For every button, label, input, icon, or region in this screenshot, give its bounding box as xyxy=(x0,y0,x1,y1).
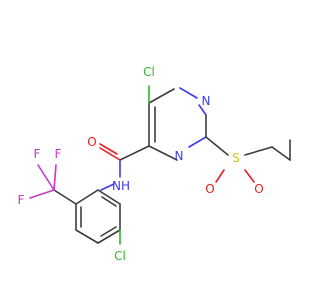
atom-o-sulfonyl-right: O xyxy=(254,182,263,196)
bond-c-o xyxy=(99,147,121,161)
bond-s-c1 xyxy=(244,146,273,156)
bond-ph-4 xyxy=(75,229,99,244)
bond-ph-3 xyxy=(97,229,121,244)
pyrimidine-ring xyxy=(148,87,207,161)
bond-s-o-left xyxy=(215,169,225,183)
bond-c6-n1 xyxy=(179,87,198,99)
atom-s-sulfonyl: S xyxy=(232,151,240,165)
bond-c2-s xyxy=(205,136,229,156)
atom-cl-phenyl: Cl xyxy=(114,249,126,263)
bond-ph-1 xyxy=(97,189,121,205)
atom-cl-pyrimidine: Cl xyxy=(143,65,155,79)
bond-cf3-f-left xyxy=(29,189,55,199)
bond-n3-c4 xyxy=(188,136,207,148)
bond-n-phenyl xyxy=(100,183,115,191)
atom-o-amide: O xyxy=(87,135,96,149)
atom-f-left: F xyxy=(18,193,25,207)
atom-nh-amide: NH xyxy=(112,179,130,193)
bond-ph-6 xyxy=(75,189,99,205)
atom-o-sulfonyl-left: O xyxy=(205,182,214,196)
bond-n1-c2 xyxy=(198,104,207,116)
bond-ph-inner-2 xyxy=(100,226,117,237)
bond-cf3-f-top-right xyxy=(53,164,57,191)
atom-f-top-right: F xyxy=(55,147,62,161)
molecule-structure: Cl N N O NH S O O F F F Cl xyxy=(18,65,291,263)
bond-cf3-f-top-left xyxy=(37,164,55,191)
bond-ph-inner-1 xyxy=(101,196,117,207)
bond-c1-c2 xyxy=(271,146,291,161)
bond-c-cf3 xyxy=(53,189,77,205)
atom-n-top: N xyxy=(202,94,211,108)
bond-c-amide xyxy=(119,145,150,161)
bond-c4-c5 xyxy=(148,145,178,161)
phenyl-ring xyxy=(75,189,121,244)
bond-c6-h xyxy=(148,88,175,104)
bond-c-o-double xyxy=(99,143,118,155)
atom-n-bottom: N xyxy=(175,149,184,163)
atom-f-top-left: F xyxy=(34,147,41,161)
bond-s-o-right xyxy=(244,169,255,183)
